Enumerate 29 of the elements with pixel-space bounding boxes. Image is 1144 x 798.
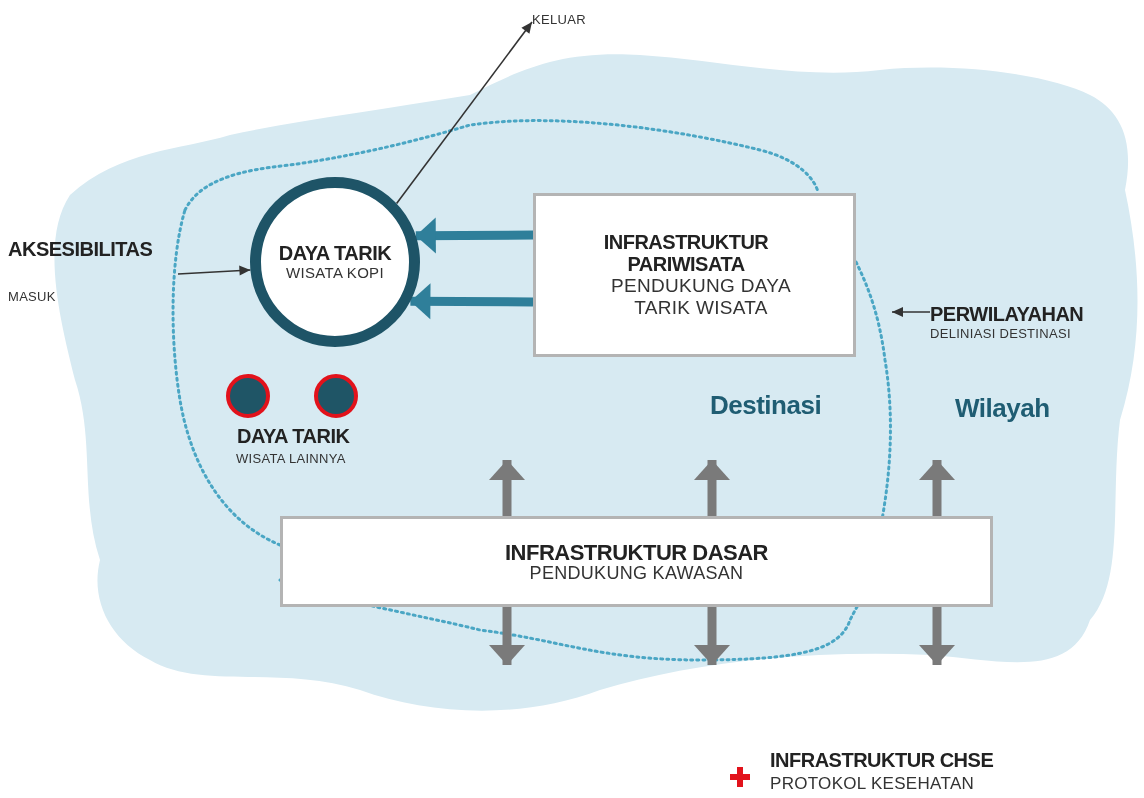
text-box: [533, 193, 856, 357]
heading-text: DAYA TARIK: [278, 242, 392, 264]
legend-text: PROTOKOL KESEHATAN: [770, 773, 975, 794]
legend-heading: INFRASTRUKTUR CHSE: [770, 748, 994, 772]
region-label: Destinasi: [710, 390, 822, 420]
arrow: [891, 307, 931, 317]
heading-text: INFRASTRUKTUR DASAR: [504, 541, 768, 564]
text-box: [280, 516, 993, 607]
heading-text: PERWILAYAHAN: [930, 303, 1084, 325]
arrow: [395, 21, 533, 205]
region-label: Wilayah: [955, 393, 1050, 423]
caption-text: WISATA KOPI: [286, 264, 384, 282]
caption-text: MASUK: [8, 288, 56, 306]
heading-text: AKSESIBILITAS: [8, 238, 153, 260]
arrow: [415, 217, 534, 254]
heading-text: INFRASTRUKTUR PARIWISATA: [602, 231, 770, 275]
arrow: [919, 460, 955, 516]
caption-text: WISATA LAINNYA: [236, 450, 346, 467]
arrow: [919, 607, 955, 665]
arrow: [177, 265, 252, 276]
caption-heading: DAYA TARIK: [237, 424, 350, 448]
arrow: [489, 607, 525, 665]
arrow: [489, 460, 525, 516]
caption-text: PENDUKUNG DAYA TARIK WISATA: [610, 275, 792, 319]
caption-text: PENDUKUNG KAWASAN: [529, 563, 744, 582]
caption-text: KELUAR: [532, 11, 586, 29]
arrow: [410, 283, 534, 320]
caption-text: DELINIASI DESTINASI: [930, 325, 1071, 343]
arrow: [694, 460, 730, 516]
